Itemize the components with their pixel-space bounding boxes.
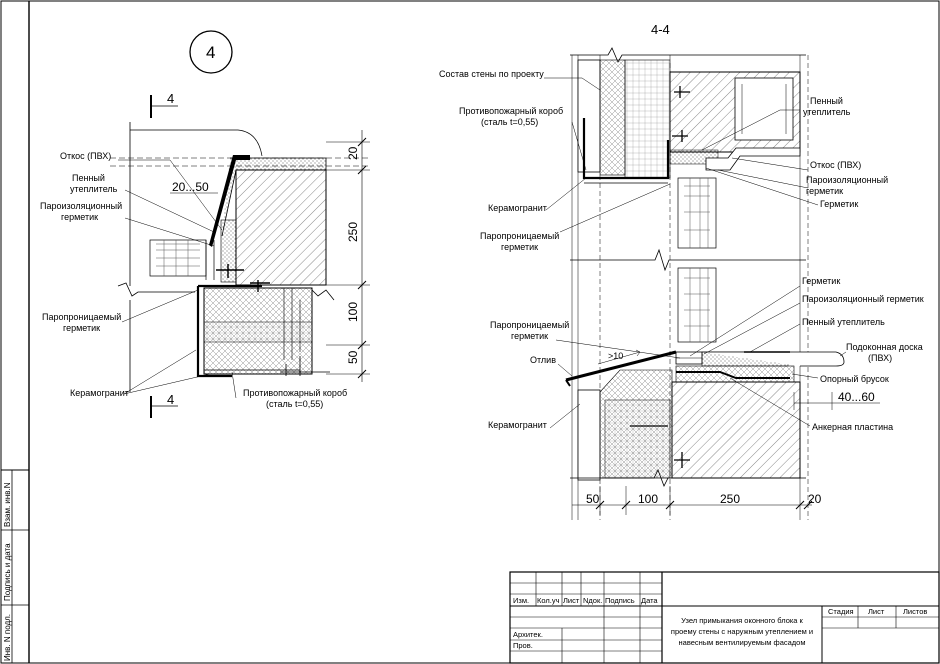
tb-col-izm: Изм. — [513, 596, 529, 605]
dim-a-100: 100 — [346, 302, 360, 322]
tb-col-data: Дата — [641, 596, 658, 605]
dim-a-250: 250 — [346, 222, 360, 242]
label-a-otkos: Откос (ПВХ) — [60, 151, 111, 161]
label-b-paroizol-2: Пароизоляционный герметик — [802, 294, 924, 304]
cut-label-bottom: 4 — [167, 392, 174, 407]
label-b-sostav: Состав стены по проекту — [439, 69, 544, 79]
label-b-podokon-2: (ПВХ) — [868, 353, 892, 363]
title-block: Изм. Кол.уч Лист Nдок. Подпись Дата Архи… — [509, 571, 940, 664]
label-b-otliv: Отлив — [530, 355, 556, 365]
label-b-oporny: Опорный брусок — [820, 374, 889, 384]
label-a-paroizol-2: герметик — [61, 212, 98, 222]
detail-number: 4 — [206, 43, 215, 62]
label-a-keramogranit: Керамогранит — [70, 388, 129, 398]
tb-col-list: Лист — [563, 596, 580, 605]
label-b-paroizol-1a: Пароизоляционный — [806, 175, 888, 185]
label-a-paropron-1: Паропроницаемый — [42, 312, 121, 322]
tb-desc-2: проему стены с наружным утеплением и — [671, 627, 813, 636]
dim-b-250: 250 — [720, 492, 740, 506]
label-b-otkos: Откос (ПВХ) — [810, 160, 861, 170]
dim-a-50: 50 — [346, 350, 360, 364]
label-b-penny-2: Пенный утеплитель — [802, 317, 885, 327]
label-b-keramogranit-2: Керамогранит — [488, 420, 547, 430]
cut-label-top: 4 — [167, 91, 174, 106]
tb-sheet: Лист — [868, 607, 885, 616]
label-a-penny-1: Пенный — [72, 173, 105, 183]
stamp-vzam: Взам. инв.N — [3, 482, 12, 527]
tb-stage: Стадия — [828, 607, 854, 616]
label-b-paropron-2a: Паропроницаемый — [490, 320, 569, 330]
label-slope: >10 — [608, 351, 623, 361]
tb-role-prov: Пров. — [513, 641, 533, 650]
label-b-paropron-1b: герметик — [501, 242, 538, 252]
label-b-korob-2: (сталь t=0,55) — [481, 117, 538, 127]
stamp-inv: Инв. N подл. — [3, 614, 12, 661]
label-b-penny-1a: Пенный — [810, 96, 843, 106]
section-title: 4-4 — [651, 22, 670, 37]
label-b-germetik-1: Герметик — [820, 199, 858, 209]
label-a-korob-2: (сталь t=0,55) — [266, 399, 323, 409]
dim-b-40-60: 40...60 — [838, 390, 875, 404]
tb-desc-3: навесным вентилируемым фасадом — [679, 638, 806, 647]
dim-a-20-50: 20...50 — [172, 180, 209, 194]
tb-desc-1: Узел примыкания оконного блока к — [681, 616, 803, 625]
dim-b-50: 50 — [586, 492, 600, 506]
label-b-keramogranit-1: Керамогранит — [488, 203, 547, 213]
label-a-paropron-2: герметик — [63, 323, 100, 333]
label-b-penny-1b: утеплитель — [803, 107, 851, 117]
label-b-paroizol-1b: герметик — [806, 186, 843, 196]
detail-number-circle — [189, 30, 233, 74]
label-b-paropron-1a: Паропроницаемый — [480, 231, 559, 241]
tb-col-podpis: Подпись — [605, 596, 635, 605]
label-a-paroizol-1: Пароизоляционный — [40, 201, 122, 211]
side-stamp: Взам. инв.N Подпись и дата Инв. N подл. — [0, 469, 30, 664]
label-b-korob-1: Противопожарный короб — [459, 106, 563, 116]
tb-col-kol: Кол.уч — [537, 596, 560, 605]
label-b-ankernaya: Анкерная пластина — [812, 422, 893, 432]
label-b-paropron-2b: герметик — [511, 331, 548, 341]
label-a-penny-2: утеплитель — [70, 184, 118, 194]
tb-sheets: Листов — [903, 607, 927, 616]
dim-b-20: 20 — [808, 492, 822, 506]
dim-a-20: 20 — [346, 146, 360, 160]
tb-col-ndok: Nдок. — [583, 596, 602, 605]
stamp-podpis: Подпись и дата — [3, 543, 12, 601]
tb-role-arch: Архитек. — [513, 630, 543, 639]
section-4-4: 4-4 — [439, 22, 924, 520]
label-b-podokon-1: Подоконная доска — [846, 342, 923, 352]
label-b-germetik-2: Герметик — [802, 276, 840, 286]
label-a-korob-1: Противопожарный короб — [243, 388, 347, 398]
dim-b-100: 100 — [638, 492, 658, 506]
detail-4-plan: 4 4 4 — [40, 30, 370, 418]
